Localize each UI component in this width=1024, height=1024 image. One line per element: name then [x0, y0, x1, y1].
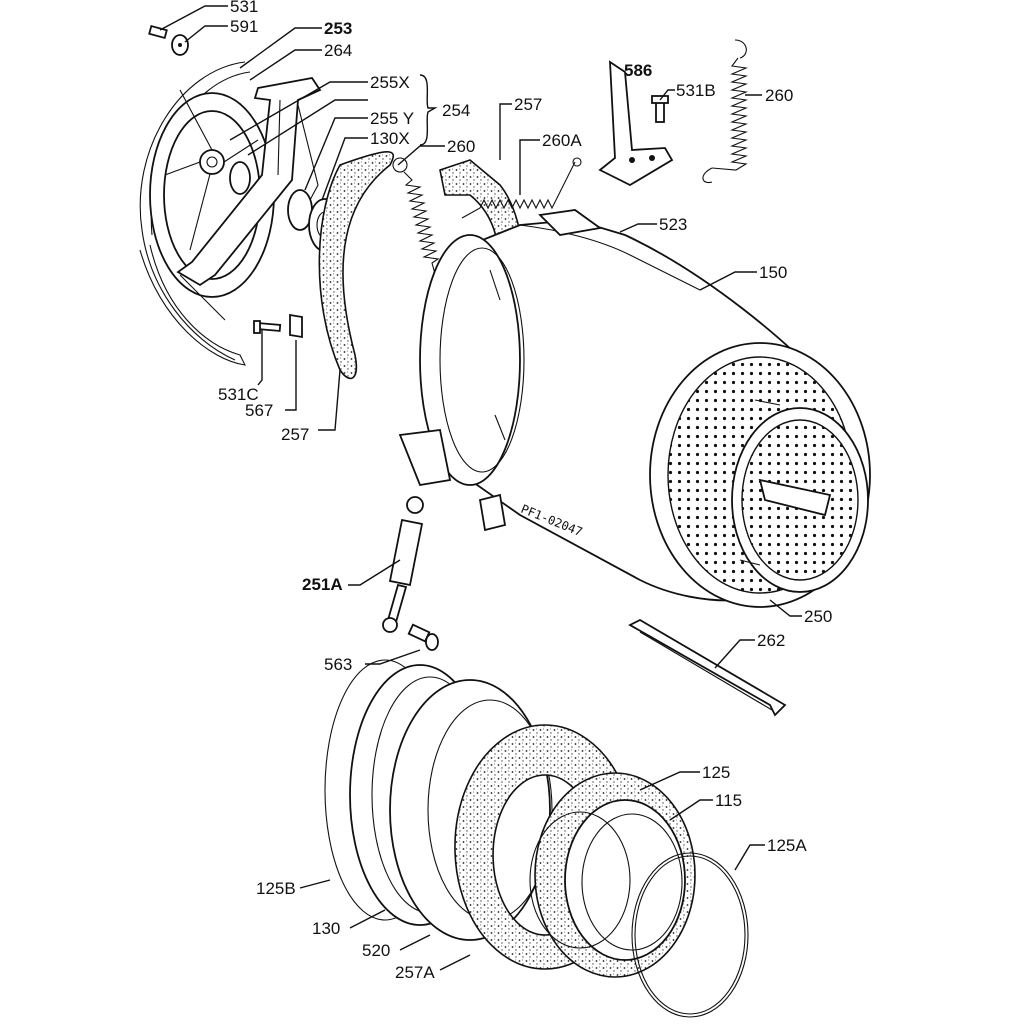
label-255y: 255 Y	[370, 109, 414, 128]
leader-lines	[159, 5, 802, 971]
spring-260-right	[702, 39, 749, 184]
washer-591	[171, 34, 189, 56]
label-130x: 130X	[370, 129, 410, 148]
label-257-left: 257	[281, 425, 309, 444]
shock-absorber-251a	[382, 496, 424, 633]
label-523: 523	[659, 215, 687, 234]
label-260-left: 260	[447, 137, 475, 156]
label-251a: 251A	[302, 575, 343, 594]
label-150: 150	[759, 263, 787, 282]
label-586: 586	[624, 61, 652, 80]
label-531b: 531B	[676, 81, 716, 100]
tub-150	[398, 209, 871, 608]
strip-262	[628, 618, 787, 717]
label-260-right: 260	[765, 86, 793, 105]
bolt-563	[407, 623, 439, 651]
clamp-125a	[631, 852, 749, 1018]
spring-260a	[461, 157, 582, 219]
label-262: 262	[757, 631, 785, 650]
gasket-115	[534, 772, 696, 978]
label-250: 250	[804, 607, 832, 626]
plate-567	[289, 313, 303, 339]
label-567: 567	[245, 401, 273, 420]
spider-arm-264	[176, 77, 322, 321]
label-257-top: 257	[514, 95, 542, 114]
screw-531c	[253, 320, 282, 334]
label-255x: 255X	[370, 73, 410, 92]
bracket-586	[598, 60, 674, 187]
label-257a: 257A	[395, 963, 435, 982]
counterweight-257	[318, 151, 394, 380]
label-253: 253	[324, 19, 352, 38]
label-130: 130	[312, 919, 340, 938]
label-520: 520	[362, 941, 390, 960]
label-125a: 125A	[767, 836, 807, 855]
label-260a: 260A	[542, 131, 582, 150]
label-125b: 125B	[256, 879, 296, 898]
label-115: 115	[715, 791, 742, 810]
label-264: 264	[324, 41, 352, 60]
label-125: 125	[702, 763, 730, 782]
label-531: 531	[230, 0, 258, 16]
clamp-125	[529, 811, 631, 949]
label-563: 563	[324, 655, 352, 674]
label-254: 254	[442, 101, 470, 120]
label-531c: 531C	[218, 385, 259, 404]
label-591: 591	[230, 17, 258, 36]
